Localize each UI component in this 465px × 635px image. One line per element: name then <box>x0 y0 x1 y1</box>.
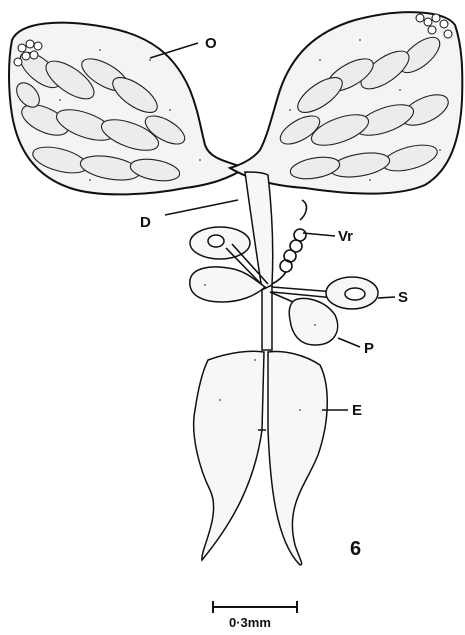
ejaculatory-bulb <box>194 351 328 565</box>
label-spermatheca: S <box>398 289 408 306</box>
right-pouch <box>270 292 338 345</box>
scale-bar: 0·3mm <box>213 601 297 630</box>
right-ovary <box>230 12 462 193</box>
left-pouch <box>190 267 265 302</box>
label-vesicle: Vr <box>338 228 353 245</box>
scale-bar-label: 0·3mm <box>229 615 271 630</box>
label-ovary: O <box>205 35 217 52</box>
figure-number: 6 <box>350 538 361 560</box>
median-duct <box>245 172 273 350</box>
label-ejaculatory: E <box>352 402 362 419</box>
receptacle-coil <box>272 200 306 284</box>
label-duct: D <box>140 214 151 231</box>
label-gland: P <box>364 340 374 357</box>
